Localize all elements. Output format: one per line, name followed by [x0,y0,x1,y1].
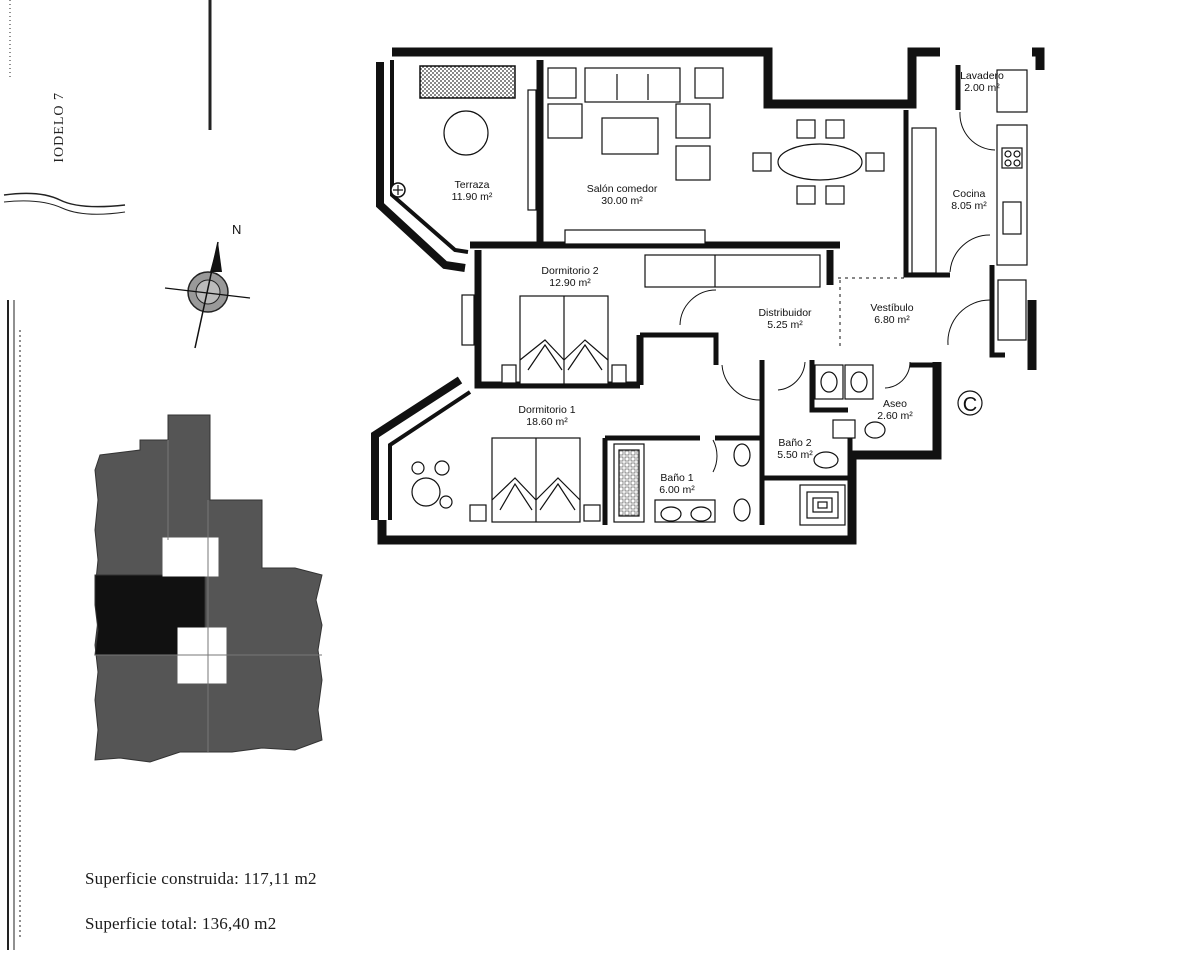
room-area-distribuidor: 5.25 m² [767,319,803,331]
kitchen-units-icon [911,69,1028,341]
windows [461,89,821,346]
room-name-cocina: Cocina [953,188,986,200]
room-area-bano2: 5.50 m² [777,449,813,461]
compass-icon: N [164,222,251,349]
room-name-aseo: Aseo [883,398,907,410]
total-surface-text: Superficie total: 136,40 m2 [85,914,277,933]
compass-north-label: N [232,222,241,237]
entrance-marker-icon: C [957,390,983,416]
room-area-dormitorio2: 12.90 m² [549,277,591,289]
room-name-dormitorio2: Dormitorio 2 [541,265,598,277]
built-surface-text: Superficie construida: 117,11 m2 [85,869,317,888]
room-area-lavadero: 2.00 m² [964,82,1000,94]
living-room-furniture-icon [547,67,885,205]
terrace-table-icon [443,110,489,156]
room-name-lavadero: Lavadero [960,70,1004,82]
room-name-terraza: Terraza [454,179,489,191]
bathroom-fixtures-icon [613,364,886,526]
room-area-salon: 30.00 m² [601,195,643,207]
building-key-plan [94,414,323,763]
room-area-terraza: 11.90 m² [452,191,493,203]
room-area-aseo: 2.60 m² [877,410,913,422]
room-name-vestibulo: Vestíbulo [870,302,913,314]
room-name-bano2: Baño 2 [778,437,811,449]
room-name-bano1: Baño 1 [660,472,693,484]
room-name-dormitorio1: Dormitorio 1 [518,404,575,416]
bed-2-icon [501,295,627,385]
entrance-marker-label: C [963,394,977,416]
model-label: IODELO 7 [52,92,67,163]
room-name-salon: Salón comedor [587,183,658,195]
bed-1-icon [411,437,601,523]
room-area-cocina: 8.05 m² [951,200,987,212]
planter-icon [419,65,516,99]
room-area-bano1: 6.00 m² [659,484,695,496]
margin-lines [3,0,212,950]
room-name-distribuidor: Distribuidor [758,307,812,319]
room-area-dormitorio1: 18.60 m² [526,416,568,428]
room-labels: Terraza 11.90 m² Salón comedor 30.00 m² … [452,70,1004,496]
room-area-vestibulo: 6.80 m² [874,314,910,326]
door-swings-icon [679,111,996,473]
